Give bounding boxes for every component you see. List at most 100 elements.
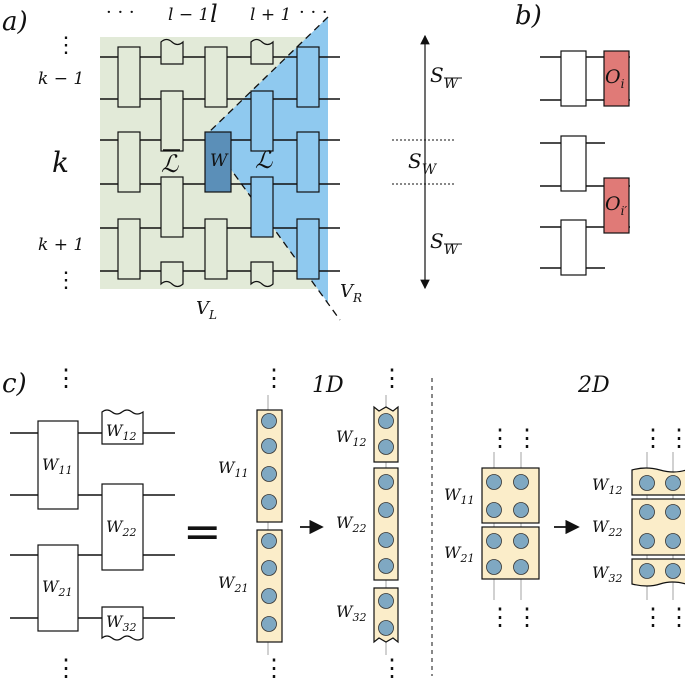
lattice-site [378,502,394,518]
entropy-mid: SW [408,149,438,178]
gate-w22 [101,483,144,571]
col-l-minus-1: l − 1 [168,5,209,25]
twod-left-dots-top-a: ⋮ [488,424,512,452]
gate-w11-label: W11 [42,455,72,477]
twod-left-sites [486,474,529,575]
lattice-site [486,502,502,518]
oned-left-dots-bottom: ⋮ [262,654,286,678]
l-script-label: ℒ [255,146,273,174]
entropy-top: SW [430,63,460,92]
label-v-left: VL [196,298,217,322]
circuit-dots-top: ⋮ [54,364,78,392]
row-k-plus-1: k + 1 [38,235,84,255]
oned-left-w11-label: W11 [218,458,248,480]
lattice-site [513,474,529,490]
operator-oi-prime [603,177,630,234]
lattice-site [378,620,394,636]
panel-c: c) ⋮ ⋮ W11 W12 W22 W21 W32 = ⋮ ⋮ W11 W21… [2,364,685,678]
panel-a-label: a) [2,7,28,37]
twod-right-dots-bottom-a: ⋮ [641,603,665,631]
circuit-dots-bottom: ⋮ [54,654,78,678]
gate-w-label: W [210,151,229,171]
twod-right-dots-top-b: ⋮ [667,424,685,452]
operator-oi-label: Oi [605,66,625,91]
lattice-site [378,593,394,609]
lattice-site [378,532,394,548]
twod-right-w32-label: W32 [592,563,622,585]
gate-w32-label: W32 [106,612,136,634]
lattice-site [261,438,277,454]
twod-right-dots-top-a: ⋮ [641,424,665,452]
entropy-axis [392,34,456,290]
gate-w21-label: W21 [42,577,72,599]
oned-right-dots-bottom: ⋮ [380,654,404,678]
row-dots-bottom: ⋮ [55,268,77,293]
lattice-site [261,533,277,549]
lattice-site [261,560,277,576]
lattice-site [261,413,277,429]
lattice-site [261,588,277,604]
equals-sign: = [183,504,222,558]
col-l: l [210,0,218,28]
circuit-gates [117,38,320,288]
oned-left-sites [261,413,277,632]
gate-w21 [37,544,79,632]
lattice-site [378,558,394,574]
panel-b: b) Oi Oi′ [515,1,630,276]
twod-left-dots-bottom-a: ⋮ [488,603,512,631]
lattice-site [665,563,681,579]
twod-right-sites [639,475,681,579]
lattice-site [513,559,529,575]
oned-right-sites [378,413,394,636]
circuit-c-wires [10,432,175,619]
lattice-site [486,533,502,549]
oned-left-dots-top: ⋮ [262,364,286,392]
gate-w12 [101,409,144,445]
lattice-site [513,502,529,518]
row-dots-top: ⋮ [55,33,77,58]
twod-left-dots-bottom-b: ⋮ [515,603,539,631]
oned-right-w12-label: W12 [336,427,366,449]
lattice-site [665,475,681,491]
lattice-site [665,533,681,549]
operator-oi-prime-label: Oi′ [605,193,627,218]
panel-c-label: c) [2,369,27,399]
entropy-bottom: SW [430,229,460,258]
lattice-site [486,559,502,575]
lattice-site [261,616,277,632]
twod-right-w12-label: W12 [592,475,622,497]
gate-w12-label: W12 [106,421,136,443]
label-v-right: VR [340,281,362,305]
lbar-label: ℒ [161,150,179,178]
lattice-site [639,475,655,491]
twod-right-w22-label: W22 [592,517,622,539]
twod-left-w21-label: W21 [444,543,474,565]
twod-left-dots-top-b: ⋮ [515,424,539,452]
panel-b-gate-1 [560,50,587,107]
col-dots-right: · · · [299,2,328,23]
row-k: k [52,146,69,179]
oned-left-w21-label: W21 [218,573,248,595]
lattice-site [639,563,655,579]
gate-w32 [101,606,144,641]
operator-oi [603,50,630,107]
oned-right-dots-top: ⋮ [380,364,404,392]
lattice-site [378,474,394,490]
gate-w [204,131,232,193]
twod-left-w11-label: W11 [444,485,474,507]
panel-a: a) [2,0,462,322]
oned-right-w22-label: W22 [336,513,366,535]
lattice-site [513,533,529,549]
row-k-minus-1: k − 1 [38,69,84,89]
gate-w11 [37,420,79,510]
lattice-site [639,504,655,520]
panel-b-gate-2 [560,135,587,192]
lattice-site [378,439,394,455]
lattice-site [378,413,394,429]
col-l-plus-1: l + 1 [250,5,291,25]
oned-right-w32-label: W32 [336,602,366,624]
label-2d: 2D [577,373,610,398]
light-cone-upper [205,16,329,136]
lattice-site [261,466,277,482]
